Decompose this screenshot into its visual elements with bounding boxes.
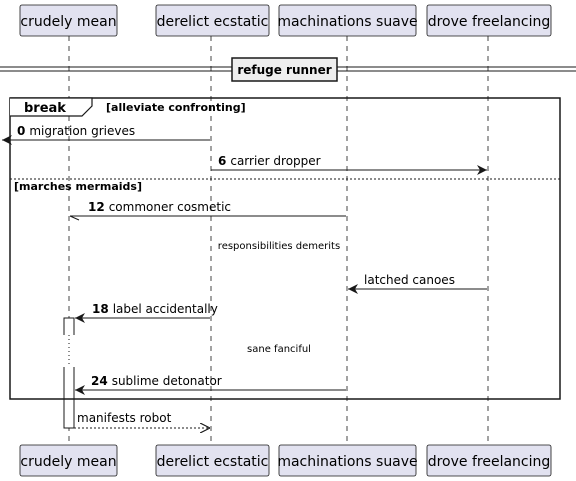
message-label: commoner cosmetic	[109, 200, 231, 214]
message-label: migration grieves	[29, 124, 135, 138]
message-number: 24	[91, 374, 108, 388]
participant-drove-freelancing[interactable]: drove freelancing	[426, 4, 552, 37]
participant-derelict-ecstatic-bottom[interactable]: derelict ecstatic	[155, 444, 270, 477]
message-sublime-detonator: 24 sublime detonator	[75, 374, 346, 395]
participant-label: derelict ecstatic	[157, 454, 269, 470]
fragment-keyword: break	[24, 101, 66, 116]
else-guard: [marches mermaids]	[14, 180, 142, 193]
message-number: 18	[92, 302, 109, 316]
message-carrier-dropper: 6 carrier dropper	[211, 154, 487, 175]
divider-label: refuge runner	[237, 63, 331, 77]
message-number: 6	[218, 154, 226, 168]
participant-derelict-ecstatic[interactable]: derelict ecstatic	[155, 4, 270, 37]
activation-bars	[62, 317, 76, 429]
participants-bottom: crudely mean derelict ecstatic machinati…	[19, 444, 552, 477]
participant-crudely-mean-bottom[interactable]: crudely mean	[19, 444, 118, 477]
divider: refuge runner	[0, 57, 576, 82]
participant-label: derelict ecstatic	[157, 14, 269, 30]
messages: 0 migration grieves 6 carrier dropper 12 co…	[2, 124, 487, 428]
message-manifests-robot: manifests robot	[74, 411, 210, 428]
participant-label: drove freelancing	[428, 14, 551, 30]
participant-machinations-suave-bottom[interactable]: machinations suave	[277, 444, 418, 477]
participant-label: drove freelancing	[428, 454, 551, 470]
participant-machinations-suave[interactable]: machinations suave	[277, 4, 418, 37]
message-commoner-cosmetic: 12 commoner cosmetic	[69, 200, 346, 221]
message-migration-grieves: 0 migration grieves	[2, 124, 210, 145]
participants-top: crudely mean derelict ecstatic machinati…	[19, 4, 552, 37]
message-label: latched canoes	[364, 273, 455, 287]
message-label: sublime detonator	[112, 374, 222, 388]
participant-label: machinations suave	[277, 14, 417, 30]
participant-label: crudely mean	[20, 454, 116, 470]
participant-drove-freelancing-bottom[interactable]: drove freelancing	[426, 444, 552, 477]
participant-crudely-mean[interactable]: crudely mean	[19, 4, 118, 37]
svg-text:manifests robot: manifests robot	[77, 411, 172, 425]
delay-label: sane fanciful	[247, 344, 311, 355]
svg-text:latched canoes: latched canoes	[364, 273, 455, 287]
message-label-accidentally: 18 label accidentally	[75, 302, 218, 323]
participant-label: crudely mean	[20, 14, 116, 30]
message-label: label accidentally	[113, 302, 218, 316]
delays: responsibilities demerits sane fanciful	[218, 241, 340, 355]
message-label: carrier dropper	[230, 154, 320, 168]
message-label: manifests robot	[77, 411, 172, 425]
participant-label: machinations suave	[277, 454, 417, 470]
message-latched-canoes: latched canoes	[348, 273, 487, 294]
break-fragment: break [alleviate confronting] [marches m…	[9, 97, 561, 400]
message-number: 0	[17, 124, 25, 138]
activation-bar	[63, 317, 75, 429]
fragment-guard: [alleviate confronting]	[106, 101, 246, 114]
delay-label: responsibilities demerits	[218, 241, 340, 252]
message-number: 12	[88, 200, 105, 214]
